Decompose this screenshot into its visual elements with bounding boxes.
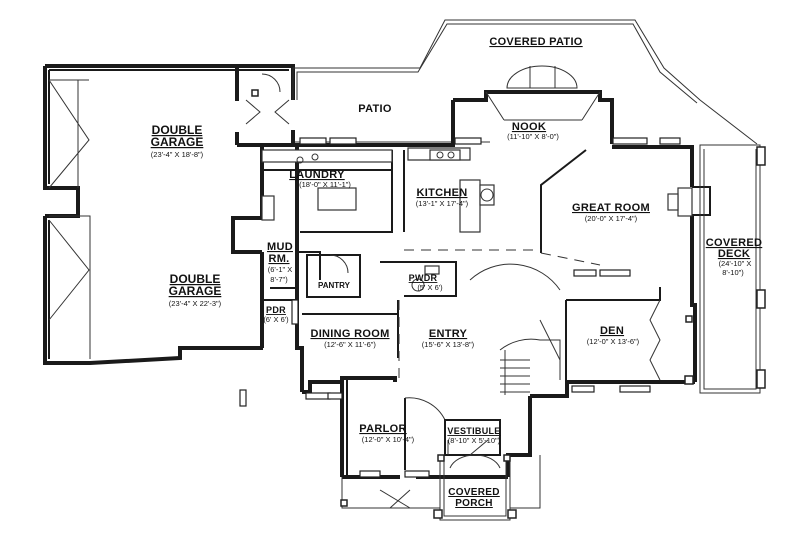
nook-label: NOOK (512, 121, 546, 133)
nook-dims: (11'-10" X 8'-0") (507, 132, 559, 141)
den-label: DEN (600, 325, 624, 337)
covered-deck-dims: (24'-10" X (719, 259, 752, 268)
pwdr-dims: (5' X 6') (417, 283, 443, 292)
covered-deck (699, 144, 766, 394)
vestibule-dims: (8'-10" X 5'-10") (448, 436, 501, 445)
double-garage-2-label-2: GARAGE (169, 284, 222, 298)
parlor-label: PARLOR (359, 423, 406, 435)
laundry-dims: (18'-0" X 11'-1") (299, 180, 351, 189)
patio-label: PATIO (358, 103, 392, 115)
main-walls (262, 143, 711, 479)
pdr-label: PDR (266, 305, 286, 315)
patio-outline (292, 19, 758, 147)
covered-deck-label-2: DECK (718, 248, 750, 260)
room-labels: COVERED PATIO PATIO DOUBLE GARAGE (23'-4… (151, 36, 763, 509)
vestibule-label: VESTIBULE (447, 426, 500, 436)
garage-walls (43, 64, 295, 365)
mud-room-label: MUD (267, 241, 293, 253)
pwdr-label: PWDR (409, 273, 438, 283)
kitchen-label: KITCHEN (417, 187, 468, 199)
mud-room-dims-2: 8'-7") (270, 275, 288, 284)
entry-label: ENTRY (429, 328, 468, 340)
double-garage-2-dims: (23'-4" X 22'-3") (169, 299, 222, 308)
dining-room-label: DINING ROOM (310, 328, 389, 340)
covered-deck-label: COVERED (706, 237, 763, 249)
parlor-dims: (12'-0" X 10'-4") (362, 435, 415, 444)
pdr-dims: (6' X 6') (263, 315, 289, 324)
double-garage-2-label: DOUBLE (170, 272, 221, 286)
great-room-dims: (20'-0" X 17'-4") (585, 214, 638, 223)
covered-deck-dims-2: 8'-10") (722, 268, 744, 277)
double-garage-1-dims: (23'-4" X 18'-8") (151, 150, 204, 159)
covered-patio-label: COVERED PATIO (489, 36, 582, 48)
mud-room-label-2: RM. (268, 253, 289, 265)
great-room-label: GREAT ROOM (572, 202, 650, 214)
posts (251, 89, 694, 519)
windows (239, 137, 681, 478)
interior-walls (245, 99, 693, 521)
den-dims: (12'-0" X 13'-6") (587, 337, 640, 346)
double-garage-1-label-2: GARAGE (151, 135, 204, 149)
pantry-label: PANTRY (318, 281, 351, 290)
laundry-label: LAUNDRY (289, 169, 345, 181)
dining-room-dims: (12'-6" X 11'-6") (324, 340, 376, 349)
entry-dims: (15'-6" X 13'-8") (422, 340, 475, 349)
double-garage-1-label: DOUBLE (152, 123, 203, 137)
mud-room-dims: (6'-1" X (268, 265, 293, 274)
covered-porch-label: COVERED (448, 487, 500, 498)
covered-porch-label-2: PORCH (455, 498, 493, 509)
kitchen-dims: (13'-1" X 17'-4") (416, 199, 469, 208)
